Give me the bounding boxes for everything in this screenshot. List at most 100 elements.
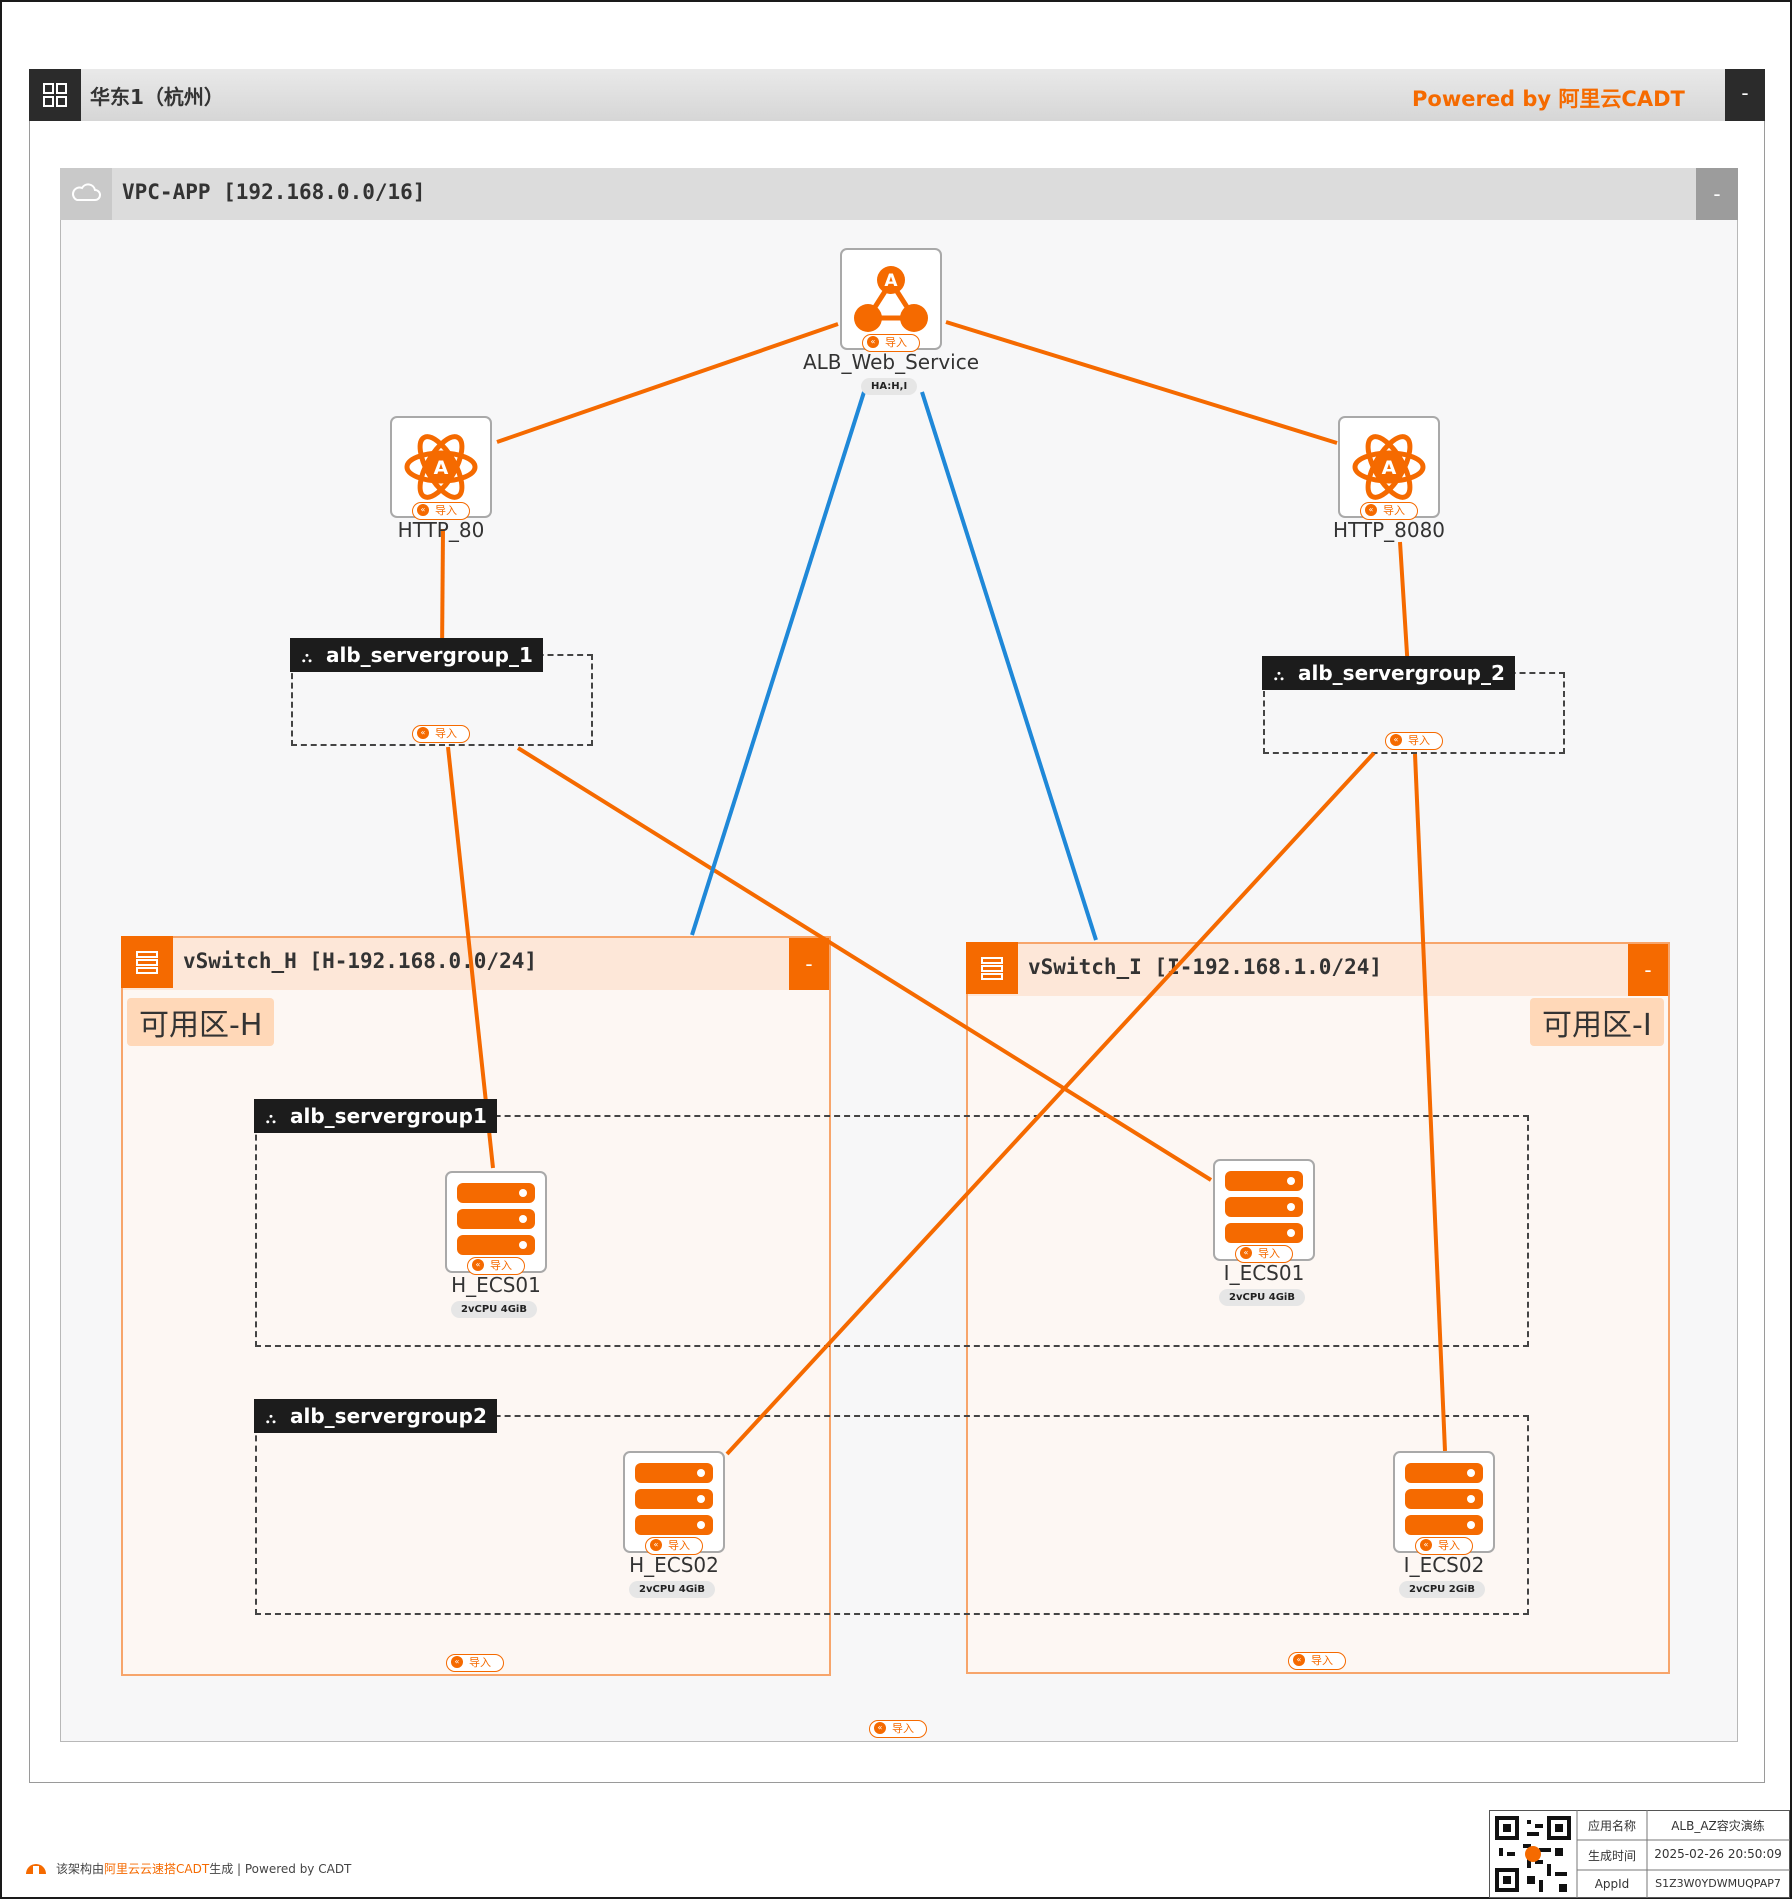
i-ecs01-label: I_ECS01 [1223,1261,1305,1285]
link-sg2-hecs02 [725,751,1376,1456]
ecs-i-ecs01-node[interactable] [1213,1159,1315,1261]
link-http80-sg1 [440,528,445,657]
h-ecs01-import-pill[interactable]: «导入 [467,1257,525,1275]
alb-ha-badge: HA:H,I [861,378,918,395]
listener-icon: A [404,434,478,500]
info-value-appname: ALB_AZ容灾演练 [1671,1819,1765,1833]
vpc-title: VPC-APP [192.168.0.0/16] [122,180,426,204]
servergroup-1-tag[interactable]: ⛬ alb_servergroup_1 [290,638,543,672]
listener-http80-label: HTTP_80 [397,518,485,542]
h-ecs02-spec: 2vCPU 4GiB [629,1581,715,1598]
powered-by-label: Powered by 阿里云CADT [1412,87,1685,111]
h-ecs02-label: H_ECS02 [629,1553,719,1577]
h-ecs02-import-pill[interactable]: «导入 [645,1537,703,1555]
link-sg2-iecs02 [1413,753,1447,1452]
link-alb-vswitch-i [920,391,1098,941]
vswitch-h-title: vSwitch_H [H-192.168.0.0/24] [183,949,538,973]
ecs-icon [635,1463,713,1535]
footer-prefix: 该架构由 [56,1862,105,1876]
alb-icon: A [854,266,928,332]
svg-text:A: A [884,271,898,291]
vswitch-i-import-pill[interactable]: «导入 [1288,1652,1346,1670]
vswitch-i-container [966,942,1670,1674]
i-ecs02-spec: 2vCPU 2GiB [1399,1581,1485,1598]
vswitch-i-title: vSwitch_I [I-192.168.1.0/24] [1028,955,1383,979]
info-value-appid: S1Z3W0YDWMUQPAP7 [1655,1877,1781,1890]
ecs-icon [1405,1463,1483,1535]
servergroup-2-tag[interactable]: ⛬ alb_servergroup_2 [1262,656,1515,690]
link-http8080-sg2 [1398,541,1410,671]
alb-import-pill[interactable]: «导入 [862,334,920,352]
link-alb-http8080 [945,320,1338,445]
vpc-import-pill[interactable]: «导入 [869,1720,927,1738]
servergroup-1-label: alb_servergroup_1 [326,643,533,667]
alb-node[interactable]: A [840,248,942,350]
region-header [29,69,1765,121]
http80-import-pill[interactable]: «导入 [412,502,470,520]
vswitch-i-collapse-button[interactable]: - [1628,944,1668,996]
info-key-appname: 应用名称 [1587,1819,1636,1833]
servergroup2-az-tag[interactable]: ⛬ alb_servergroup2 [254,1399,497,1433]
listener-http8080-label: HTTP_8080 [1332,518,1446,542]
h-ecs01-label: H_ECS01 [451,1273,541,1297]
zone-label-h: 可用区-H [127,998,275,1046]
ecs-h-ecs02-node[interactable] [623,1451,725,1553]
alb-label: ALB_Web_Service [802,350,980,374]
servergroup2-az-label: alb_servergroup2 [290,1404,487,1428]
footer-brand-link[interactable]: 阿里云云速搭CADT [104,1862,210,1876]
svg-text:A: A [434,457,449,479]
ecs-icon [1225,1171,1303,1243]
ecs-icon [457,1183,535,1255]
region-title: 华东1（杭州） [90,85,224,109]
footer-credit: 该架构由阿里云云速搭CADT生成 | Powered by CADT [56,1860,351,1877]
ecs-i-ecs02-node[interactable] [1393,1451,1495,1553]
vswitch-i-header [968,944,1668,996]
vswitch-icon [966,942,1018,994]
svg-text:A: A [1382,457,1397,479]
region-collapse-button[interactable]: - [1725,69,1765,121]
i-ecs01-spec: 2vCPU 4GiB [1219,1289,1305,1306]
servergroup-2-import-pill[interactable]: «导入 [1385,732,1443,750]
i-ecs02-label: I_ECS02 [1403,1553,1485,1577]
info-key-appid: AppId [1594,1877,1630,1891]
http8080-import-pill[interactable]: «导入 [1360,502,1418,520]
qr-code-icon [1491,1812,1575,1896]
vswitch-h-header [123,938,829,990]
footer-suffix: 生成 | Powered by CADT [209,1862,352,1876]
link-sg1-iecs01 [516,746,1213,1182]
link-sg1-hecs01 [446,746,495,1169]
info-table-grid [1576,1810,1790,1898]
listener-http80-node[interactable]: A [390,416,492,518]
servergroup1-az-box [255,1115,1529,1347]
vpc-header [60,168,1738,220]
servergroup-icon: ⛬ [266,1411,276,1427]
servergroup1-az-label: alb_servergroup1 [290,1104,487,1128]
vswitch-icon [121,936,173,988]
info-key-time: 生成时间 [1587,1849,1636,1863]
servergroup2-az-box [255,1415,1529,1615]
vpc-collapse-button[interactable]: - [1696,168,1738,220]
link-alb-vswitch-h [690,391,866,936]
listener-icon: A [1352,434,1426,500]
servergroup-icon: ⛬ [302,650,312,666]
i-ecs01-import-pill[interactable]: «导入 [1235,1245,1293,1263]
servergroup1-az-tag[interactable]: ⛬ alb_servergroup1 [254,1099,497,1133]
ecs-h-ecs01-node[interactable] [445,1171,547,1273]
vswitch-h-collapse-button[interactable]: - [789,938,829,990]
info-value-time: 2025-02-26 20:50:09 [1654,1847,1782,1861]
link-alb-http80 [496,322,839,444]
h-ecs01-spec: 2vCPU 4GiB [451,1301,537,1318]
servergroup-icon: ⛬ [266,1111,276,1127]
i-ecs02-import-pill[interactable]: «导入 [1415,1537,1473,1555]
cadt-logo-icon [24,1858,48,1880]
grid-icon [29,69,81,121]
servergroup-1-import-pill[interactable]: «导入 [412,725,470,743]
listener-http8080-node[interactable]: A [1338,416,1440,518]
zone-label-i: 可用区-I [1530,998,1664,1046]
vswitch-h-import-pill[interactable]: «导入 [446,1654,504,1672]
cloud-icon [60,168,112,220]
servergroup-2-label: alb_servergroup_2 [1298,661,1505,685]
servergroup-icon: ⛬ [1274,668,1284,684]
